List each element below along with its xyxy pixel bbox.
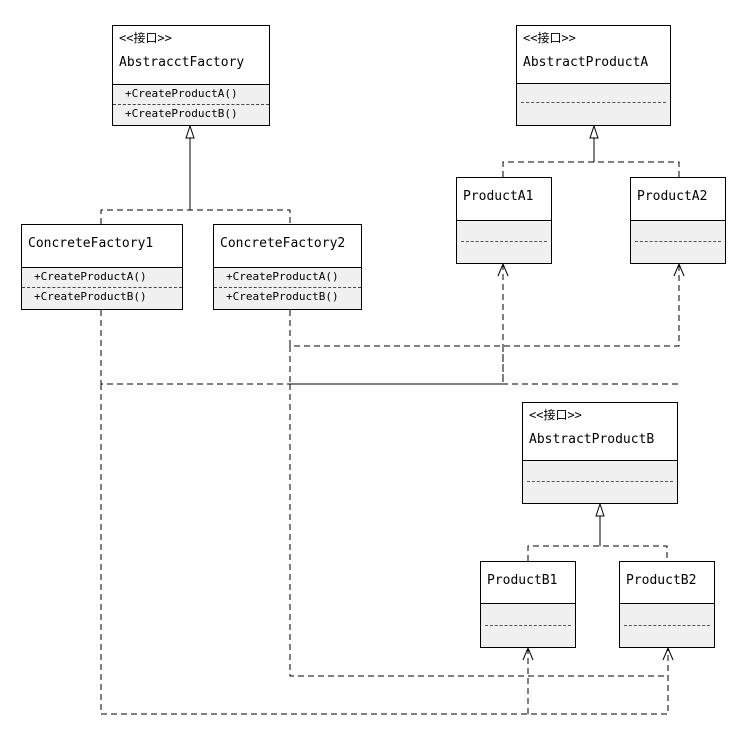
cf2-to-a2-dependency [289,264,680,347]
product-b-realization-arrowhead [595,502,605,517]
abstract-product-a-class[interactable]: <<接口>> AbstractProductA [516,25,671,126]
product-b1-class[interactable]: ProductB1 [480,561,576,648]
factory-realization-branch [100,209,291,224]
abstract-product-b-class[interactable]: <<接口>> AbstractProductB [522,402,678,504]
operation: +CreateProductB() [125,107,238,120]
cf1-to-b1-b2-dependency [100,384,669,715]
class-name: ProductA2 [637,189,708,204]
factory-realization-arrowhead [185,124,195,139]
product-a-realization-branch [502,161,680,177]
cf2-to-b-dependency [289,384,668,677]
class-name: ProductB2 [626,573,697,588]
a1-arrowhead [497,262,509,277]
separator [461,221,547,242]
class-name: AbstractProductA [523,55,649,70]
stereotype-label: <<接口>> [529,408,582,422]
b1-arrowhead [522,646,534,661]
class-name: ConcreteFactory2 [220,236,346,251]
operation: +CreateProductA() [113,85,269,105]
product-a1-class[interactable]: ProductA1 [456,177,552,264]
operation: +CreateProductB() [226,290,339,303]
abstract-factory-class[interactable]: <<接口>> AbstracctFactory +CreateProductA(… [112,25,270,126]
stereotype-label: <<接口>> [523,31,576,45]
separator [527,461,673,482]
operation: +CreateProductA() [214,268,361,288]
separator [521,84,666,103]
class-name: ProductB1 [487,573,558,588]
a2-arrowhead [673,262,685,277]
cf2-to-a-bus [289,346,679,385]
operation: +CreateProductB() [34,290,147,303]
operation: +CreateProductA() [22,268,182,288]
concrete-factory-1-class[interactable]: ConcreteFactory1 +CreateProductA() +Crea… [21,224,183,310]
separator [624,604,710,626]
class-name: AbstractProductB [529,432,655,447]
product-b2-class[interactable]: ProductB2 [619,561,715,648]
product-a2-class[interactable]: ProductA2 [630,177,726,264]
stereotype-label: <<接口>> [119,31,172,45]
concrete-factory-2-class[interactable]: ConcreteFactory2 +CreateProductA() +Crea… [213,224,362,310]
b2-arrowhead [662,646,674,661]
separator [485,604,571,626]
product-a-realization-arrowhead [589,124,599,139]
separator [635,221,721,242]
class-name: ConcreteFactory1 [28,236,154,251]
class-name: ProductA1 [463,189,534,204]
class-name: AbstracctFactory [119,55,245,70]
product-b-realization-branch [527,545,668,561]
